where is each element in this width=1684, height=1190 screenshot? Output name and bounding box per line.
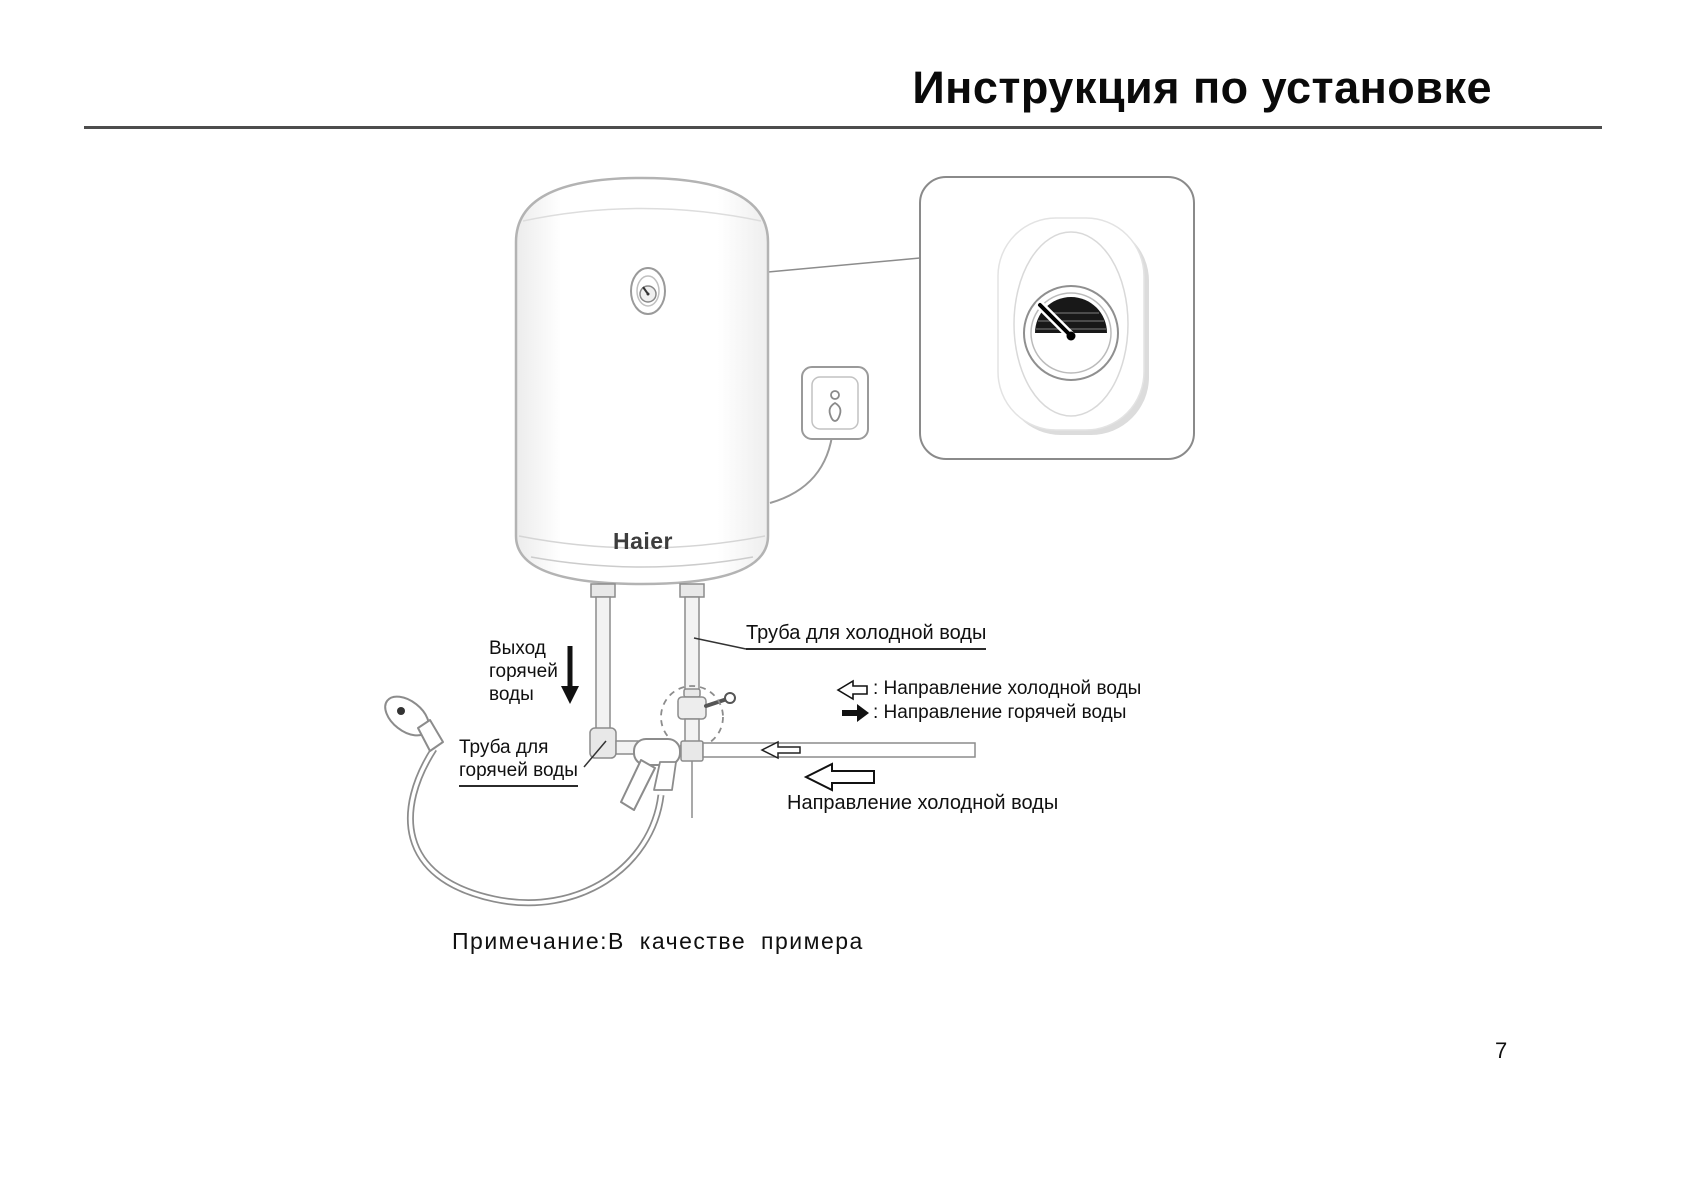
flow-arrow-left-small-icon: [760, 740, 801, 760]
leader-line-cold-pipe: [693, 637, 747, 650]
flow-arrow-down-icon: [561, 646, 579, 704]
water-heater: [514, 176, 770, 586]
shower-hose: [406, 747, 665, 907]
callout-box: [919, 176, 1195, 460]
legend-hot-direction: : Направление горячей воды: [873, 702, 1127, 723]
power-socket-icon: [801, 366, 869, 440]
power-cord-line: [769, 428, 834, 504]
thermostat-gauge-icon: [1023, 285, 1119, 381]
thermostat-dial-icon: [630, 267, 666, 315]
shower-head-icon: [384, 695, 444, 752]
label-cold-pipe: Труба для холодной воды: [746, 622, 987, 650]
page-title: Инструкция по установке: [912, 62, 1492, 113]
hot-water-pipe: [589, 583, 639, 759]
title-divider: [84, 126, 1602, 129]
page-number: 7: [1495, 1038, 1508, 1063]
legend-cold-direction: : Направление холодной воды: [873, 678, 1142, 699]
legend-hot-arrow-icon: [842, 704, 869, 722]
tee-fitting: [680, 740, 704, 762]
label-hot-outlet: Выход горячей воды: [489, 638, 558, 705]
mixer-tap-icon: [620, 738, 681, 811]
brand-logo: Haier: [612, 528, 674, 554]
label-cold-direction: Направление холодной воды: [787, 792, 1059, 814]
leader-line-hot-pipe: [583, 740, 607, 768]
legend-cold-arrow-icon: [836, 679, 868, 701]
note-text: Примечание:В качестве примера: [452, 928, 864, 954]
cold-supply-pipe: [702, 740, 976, 760]
callout-connector-line: [767, 257, 921, 273]
flow-arrow-left-large-icon: [803, 762, 875, 792]
cold-water-pipe: [660, 583, 736, 818]
label-hot-pipe: Труба для горячей воды: [459, 736, 578, 787]
